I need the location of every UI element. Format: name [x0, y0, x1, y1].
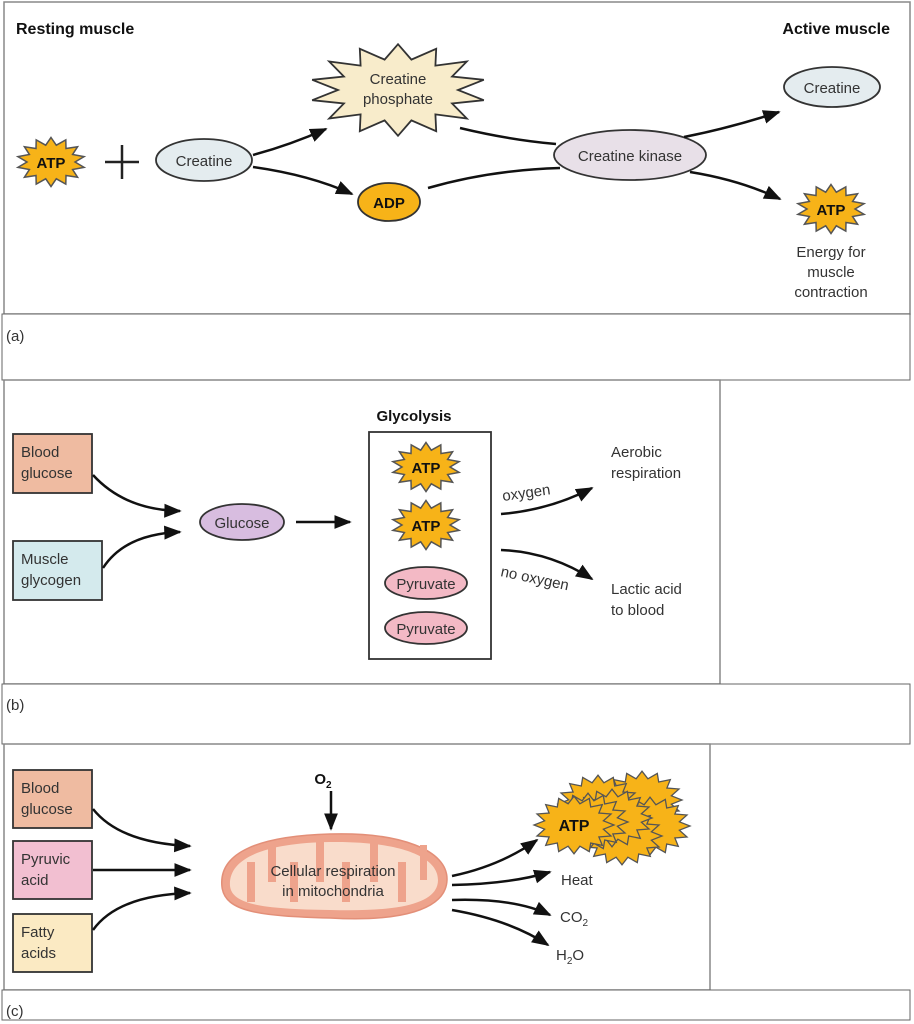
glucose-label: Glucose — [214, 515, 269, 532]
blood-glucose-line2: glucose — [21, 465, 73, 482]
panel-c-caption-frame — [1, 989, 911, 1021]
c-atp-label: ATP — [559, 818, 590, 835]
mito-label-line2: in mitochondria — [282, 883, 384, 900]
arrow-kinase-to-atp — [689, 170, 782, 201]
panel-b-frame — [3, 379, 721, 685]
line-adp-to-kinase — [427, 166, 561, 190]
arrow-kinase-to-creatine — [683, 110, 781, 139]
pyruvic-acid-box: Pyruvic acid — [12, 840, 93, 900]
panel-b-caption-frame — [1, 683, 911, 745]
energy-note-line1: Energy for — [796, 244, 865, 261]
arrow-glycogen-to-glucose — [101, 525, 182, 569]
atp-input-starburst: ATP — [15, 136, 87, 188]
atp-cluster: ATP — [532, 770, 692, 866]
creatine-phosphate-starburst: Creatine phosphate — [311, 42, 485, 138]
creatine-input-label: Creatine — [176, 153, 233, 170]
glucose-node: Glucose — [199, 503, 285, 541]
plus-icon — [105, 145, 139, 179]
glycolysis-atp-1-label: ATP — [412, 460, 441, 477]
arrow-fatty-to-mito — [91, 886, 192, 931]
atp-output-starburst: ATP — [795, 183, 867, 235]
heat-label: Heat — [561, 872, 594, 889]
pyruvate-2-label: Pyruvate — [396, 621, 455, 638]
h2o-label: H2O — [556, 947, 584, 967]
blood-glucose-source-box: Blood glucose — [12, 769, 93, 829]
mito-label-line1: Cellular respiration — [270, 863, 395, 880]
adp-node: ADP — [357, 182, 421, 222]
blood-glucose-box: Blood glucose — [12, 433, 93, 494]
c-blood-glucose-line1: Blood — [21, 780, 59, 797]
aerobic-line2: respiration — [611, 465, 681, 482]
glycolysis-atp-1: ATP — [390, 441, 462, 493]
lactic-line1: Lactic acid — [611, 581, 682, 598]
glycolysis-atp-2-label: ATP — [412, 518, 441, 535]
lactic-line2: to blood — [611, 602, 664, 619]
creatine-input-node: Creatine — [155, 138, 253, 182]
pyruvic-acid-line1: Pyruvic — [21, 851, 71, 868]
oxygen-label: oxygen — [501, 481, 551, 505]
creatine-phosphate-label-line2: phosphate — [363, 91, 433, 108]
arrow-mito-to-heat — [451, 869, 552, 887]
c-blood-glucose-line2: glucose — [21, 801, 73, 818]
fatty-acids-line1: Fatty — [21, 924, 55, 941]
panel-a-caption: (a) — [6, 328, 24, 345]
arrow-creatine-to-adp — [252, 165, 354, 196]
arrow-no-oxygen-to-lactic — [500, 548, 594, 581]
adp-label: ADP — [373, 195, 405, 212]
arrow-creatine-to-phosphate — [252, 127, 328, 157]
panel-a-caption-frame — [1, 313, 911, 381]
atp-input-label: ATP — [37, 155, 66, 172]
arrow-mito-to-atp — [451, 838, 539, 878]
pyruvate-node-2: Pyruvate — [384, 611, 468, 645]
creatine-output-label: Creatine — [804, 80, 861, 97]
panel-c-caption: (c) — [6, 1003, 24, 1020]
creatine-kinase-label: Creatine kinase — [578, 148, 682, 165]
muscle-glycogen-box: Muscle glycogen — [12, 540, 103, 601]
atp-output-label: ATP — [817, 202, 846, 219]
pyruvate-node-1: Pyruvate — [384, 566, 468, 600]
glycolysis-title: Glycolysis — [376, 408, 451, 425]
aerobic-line1: Aerobic — [611, 444, 662, 461]
resting-muscle-title: Resting muscle — [16, 21, 134, 38]
creatine-output-node: Creatine — [783, 66, 881, 108]
panel-b-caption: (b) — [6, 697, 24, 714]
arrow-blood-glucose-to-mito — [92, 808, 192, 853]
arrow-mito-to-h2o — [451, 908, 550, 947]
glycolysis-atp-2: ATP — [390, 499, 462, 551]
o2-label: O2 — [314, 771, 332, 791]
fatty-acids-line2: acids — [21, 945, 56, 962]
energy-note-line3: contraction — [794, 284, 867, 301]
line-phosphate-to-kinase — [459, 126, 557, 146]
mitochondrion-icon: Cellular respiration in mitochondria — [221, 833, 448, 920]
creatine-kinase-node: Creatine kinase — [553, 129, 707, 181]
pyruvic-acid-line2: acid — [21, 872, 49, 889]
active-muscle-title: Active muscle — [782, 21, 890, 38]
arrow-blood-glucose-to-glucose — [92, 474, 182, 518]
pyruvate-1-label: Pyruvate — [396, 576, 455, 593]
energy-note-line2: muscle — [807, 264, 855, 281]
arrow-mito-to-co2 — [451, 898, 552, 917]
blood-glucose-line1: Blood — [21, 444, 59, 461]
co2-label: CO2 — [560, 909, 589, 929]
creatine-phosphate-label-line1: Creatine — [370, 71, 427, 88]
arrow-oxygen-to-aerobic — [500, 486, 594, 516]
muscle-glycogen-line1: Muscle — [21, 551, 69, 568]
panel-a-frame — [3, 1, 911, 315]
muscle-glycogen-line2: glycogen — [21, 572, 81, 589]
fatty-acids-box: Fatty acids — [12, 913, 93, 973]
